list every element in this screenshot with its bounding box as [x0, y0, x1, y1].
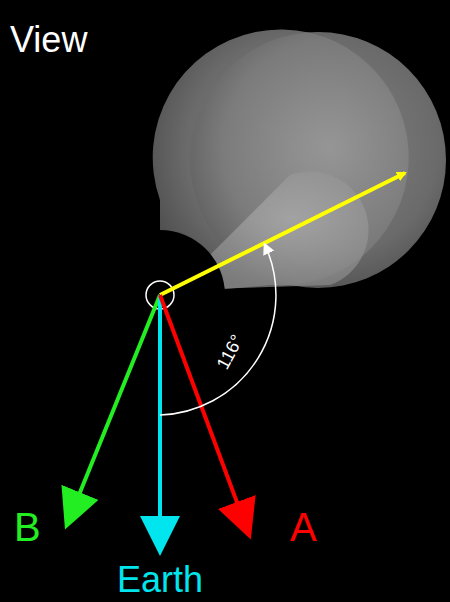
view-title: View: [10, 22, 87, 58]
earth-label: Earth: [117, 562, 203, 598]
angle-label: 116°: [214, 332, 247, 372]
spacecraft-label: B: [14, 507, 41, 547]
cme-direction-arrow: [160, 173, 405, 295]
stereo-b-arrow: [68, 295, 160, 522]
earth-arrow: [158, 295, 162, 548]
angle-arc: [160, 245, 276, 415]
spacecraft-label: A: [290, 507, 317, 547]
